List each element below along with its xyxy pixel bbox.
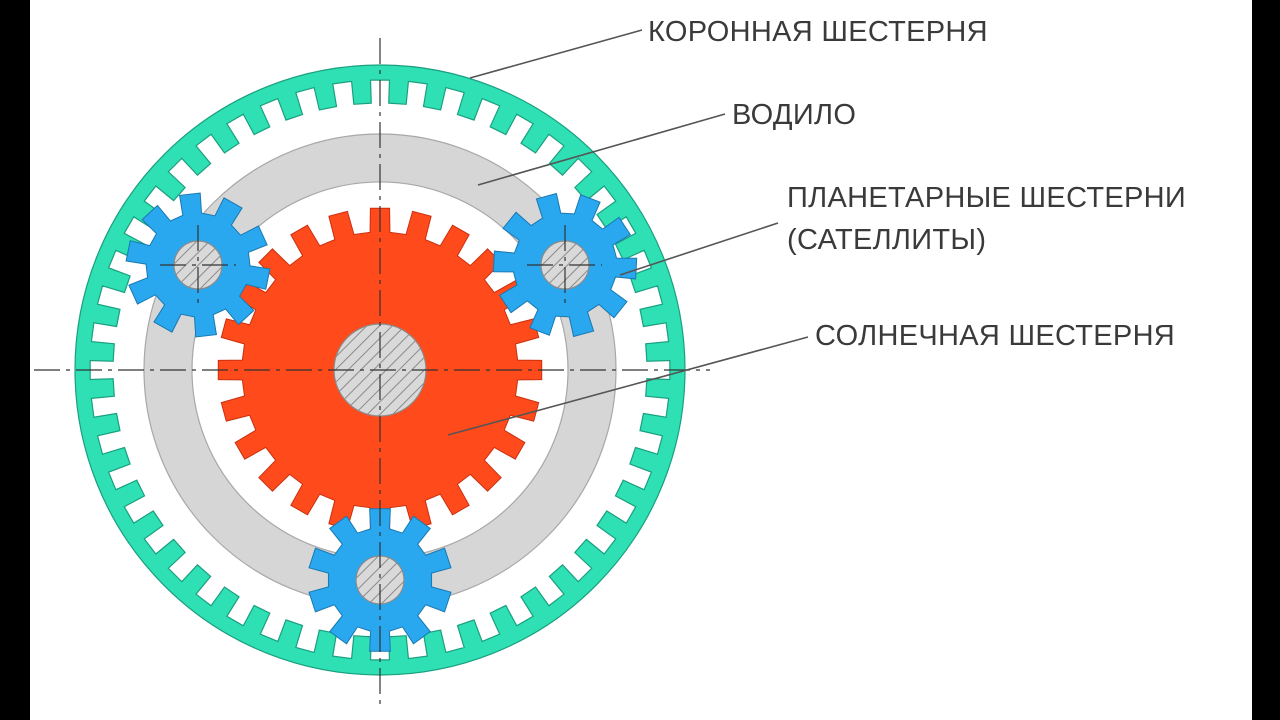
ring-gear-leader <box>469 29 643 79</box>
planet-gear-bottom <box>308 508 452 652</box>
diagram-canvas: КОРОННАЯ ШЕСТЕРНЯ ВОДИЛО ПЛАНЕТАРНЫЕ ШЕС… <box>30 0 1252 720</box>
planet-gears-leader <box>619 222 779 276</box>
center-lines <box>34 38 710 705</box>
planet-gear-top-right <box>492 192 638 338</box>
planet-gear-top-left <box>125 192 271 338</box>
carrier-leader <box>477 113 726 186</box>
carrier-label: ВОДИЛО <box>732 99 856 131</box>
sun-gear-leader <box>447 336 809 436</box>
planet-gears-label: ПЛАНЕТАРНЫЕ ШЕСТЕРНИ <box>787 182 1186 214</box>
ring-gear <box>74 64 686 676</box>
planetary-gear-diagram: КОРОННАЯ ШЕСТЕРНЯ ВОДИЛО ПЛАНЕТАРНЫЕ ШЕС… <box>34 16 1186 705</box>
leader-lines <box>447 29 809 436</box>
ring-gear-label: КОРОННАЯ ШЕСТЕРНЯ <box>648 16 988 48</box>
planet-gears-sublabel: (САТЕЛЛИТЫ) <box>787 224 986 256</box>
sun-gear-label: СОЛНЕЧНАЯ ШЕСТЕРНЯ <box>815 320 1175 352</box>
